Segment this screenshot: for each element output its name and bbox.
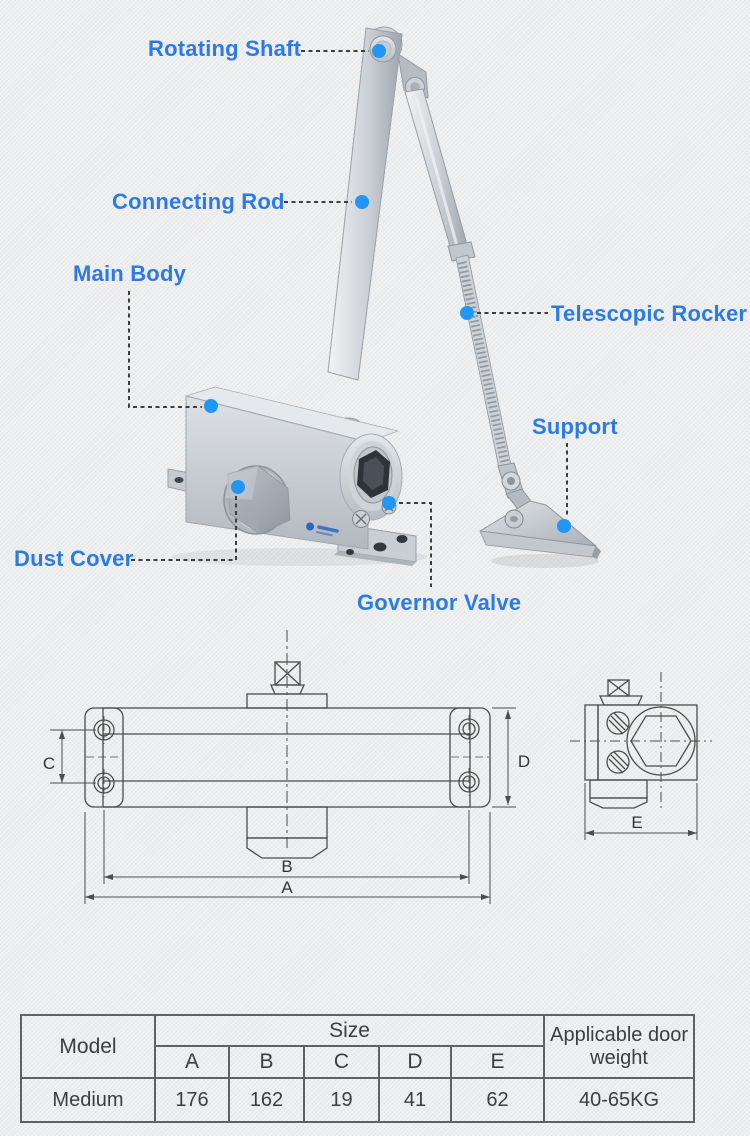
leader-dust-cover [131, 493, 237, 561]
dimension-drawing: C D B A E [43, 630, 712, 904]
dimension-arrowheads [59, 710, 697, 900]
front-view [84, 630, 491, 859]
callout-label-rotating-shaft: Rotating Shaft [148, 36, 302, 61]
dim-label-a: A [281, 878, 293, 897]
weight-value: 40-65KG [543, 1077, 696, 1123]
callout-dot-support [557, 519, 571, 533]
dim-label-c: C [43, 754, 55, 773]
dim-label-d: D [518, 752, 530, 771]
side-screws [606, 711, 630, 774]
side-view-dimensions [584, 783, 698, 840]
callout-label-main-body: Main Body [73, 261, 187, 286]
callout-label-telescopic-rocker: Telescopic Rocker [551, 301, 748, 326]
size-a-value: 176 [154, 1077, 230, 1123]
spec-table: Model Size Applicable door weight A B C … [20, 1014, 696, 1123]
right-flange [449, 707, 491, 808]
callout-dots [204, 44, 571, 533]
callout-label-support: Support [532, 414, 618, 439]
callout-label-governor-valve: Governor Valve [357, 590, 522, 615]
front-view-dimensions [50, 707, 516, 904]
support-part [479, 500, 601, 559]
callout-dot-rotating-shaft [372, 44, 386, 58]
callout-dot-dust-cover [231, 480, 245, 494]
model-value: Medium [20, 1077, 156, 1123]
product-photo [128, 26, 601, 587]
table-row-medium: Medium 176 162 19 41 62 40-65KG [20, 1077, 696, 1123]
weight-header-cell: Applicable door weight [543, 1014, 696, 1079]
size-col-a: A [154, 1045, 230, 1079]
dim-label-b: B [281, 857, 292, 876]
dim-label-e: E [631, 813, 642, 832]
side-hex [630, 715, 692, 767]
callout-dot-governor-valve [382, 496, 396, 510]
callout-dot-connecting-rod [355, 195, 369, 209]
size-d-value: 41 [378, 1077, 452, 1123]
model-header-cell: Model [20, 1014, 156, 1079]
support-shadow [491, 554, 599, 568]
callout-label-dust-cover: Dust Cover [14, 546, 134, 571]
side-view [570, 672, 712, 812]
leader-main-body [128, 291, 202, 408]
size-col-d: D [378, 1045, 452, 1079]
callout-dot-main-body [204, 399, 218, 413]
size-col-b: B [228, 1045, 305, 1079]
size-col-c: C [303, 1045, 380, 1079]
mounting-plate [584, 704, 599, 781]
size-b-value: 162 [228, 1077, 305, 1123]
size-e-value: 62 [449, 1077, 546, 1123]
callout-leaders [128, 50, 568, 587]
leader-governor-valve [399, 502, 432, 587]
main-body-part [167, 386, 417, 566]
callout-dot-telescopic-rocker [460, 306, 474, 320]
size-c-value: 19 [303, 1077, 380, 1123]
size-col-e: E [449, 1045, 546, 1079]
left-flange [84, 707, 124, 808]
valve-housing [246, 837, 328, 859]
brand-logo-mark [306, 522, 339, 537]
callout-label-connecting-rod: Connecting Rod [112, 189, 285, 214]
size-header-cell: Size [153, 1014, 546, 1047]
